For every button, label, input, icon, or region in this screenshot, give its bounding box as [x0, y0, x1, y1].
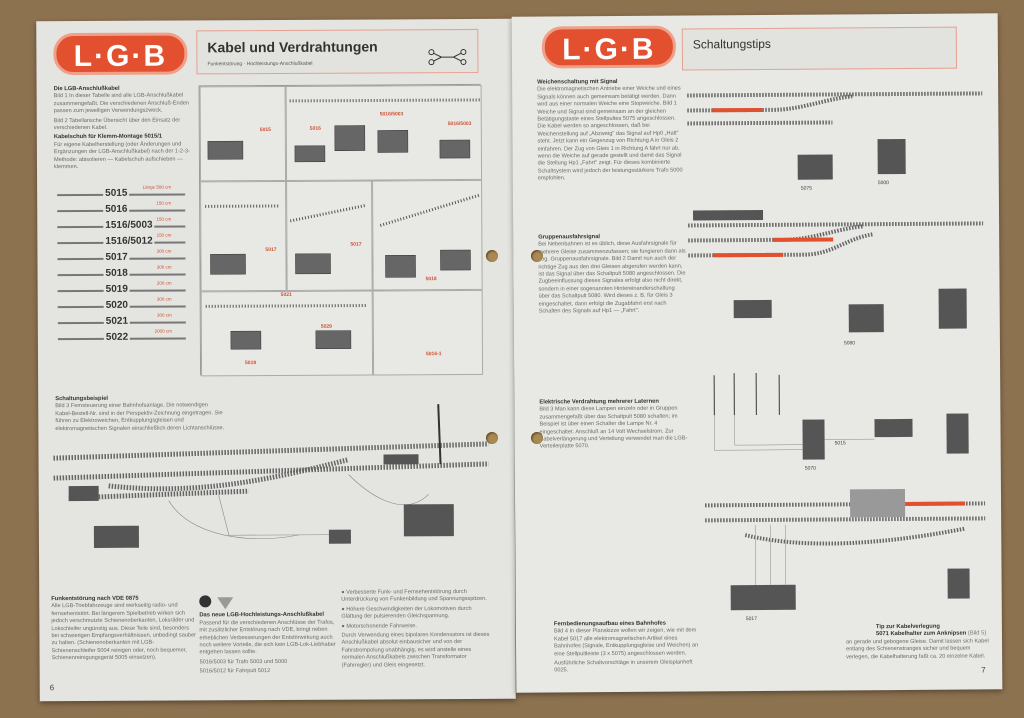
label-5075: 5075	[801, 186, 812, 192]
cable-number: 5017	[103, 251, 130, 263]
cable-row: 5018 300 cm	[54, 264, 190, 280]
laternen-text: Elektrische Verdrahtung mehrerer Laterne…	[539, 398, 688, 450]
cable-length: 300 cm	[156, 264, 172, 270]
note-2: 5016/5012 für Fahrpult 5012	[199, 668, 271, 675]
title-box: Kabel und Verdrahtungen Funkentstörung ·…	[196, 28, 479, 75]
cable-length: 2000 cm	[154, 328, 172, 334]
right-page: L·G·B Schaltungstips Weichenschaltung mi…	[511, 13, 1003, 693]
cable-number: 5018	[103, 267, 130, 279]
svg-text:5016: 5016	[310, 126, 321, 132]
cable-length: 150 cm	[156, 232, 172, 238]
cable-usage-grid: 5015 5016 5016/5003 5016/5003 5017 5017 5018 50…	[198, 83, 484, 377]
punch-hole	[531, 250, 543, 262]
vde-seal-icon	[199, 595, 212, 608]
svg-text:5016/5003: 5016/5003	[380, 111, 404, 117]
punch-hole	[486, 432, 498, 444]
page-subtitle: Funkentstörung · Hochleistungs-Anschlußk…	[207, 60, 313, 68]
cable-length: 300 cm	[156, 312, 172, 318]
grid-illustrations: 5015 5016 5016/5003 5016/5003 5017 5017 5018 50…	[205, 98, 481, 366]
svg-text:5080: 5080	[844, 340, 855, 346]
svg-text:5070: 5070	[805, 466, 816, 472]
cable-row: 5022 2000 cm	[54, 328, 190, 344]
cable-length: 200 cm	[156, 280, 172, 286]
intro-p1: Bild 1 In dieser Tabelle sind alle LGB-A…	[53, 92, 189, 115]
svg-text:5021: 5021	[281, 292, 292, 298]
funk-body: Alle LGB-Triebfahrzeuge sind werkseitig …	[51, 602, 197, 662]
svg-text:5015: 5015	[835, 440, 846, 446]
punch-hole	[486, 250, 498, 262]
cable-length: 300 cm	[156, 296, 172, 302]
hochleistung-body: Passend für die verschiedenen Anschlüsse…	[199, 619, 336, 656]
cable-row: 5019 200 cm	[54, 280, 190, 296]
lgb-logo: L·G·B	[53, 32, 188, 76]
svg-text:5017: 5017	[350, 242, 361, 248]
svg-text:5017: 5017	[265, 247, 276, 253]
bullets: ● Verbesserte Funk- und Fernsehentstörun…	[341, 589, 491, 672]
hochleistung-text: Das neue LGB-Hochleistungs-Anschlußkabel…	[199, 595, 339, 678]
cable-row: 5021 300 cm	[54, 312, 190, 328]
cable-row: 5016 150 cm	[53, 200, 189, 216]
cable-icon	[428, 49, 467, 66]
funk-text: Funkentstörung nach VDE 0875 Alle LGB-Tr…	[51, 595, 196, 664]
left-page: L·G·B Kabel und Verdrahtungen Funkentstö…	[36, 18, 516, 702]
cable-number: 5020	[103, 299, 130, 311]
cable-number: 5021	[103, 315, 131, 327]
svg-text:5015: 5015	[260, 127, 271, 133]
punch-hole	[531, 432, 543, 444]
svg-text:5019: 5019	[245, 360, 256, 366]
cable-length: Länge 500 cm	[142, 184, 172, 190]
svg-text:5017: 5017	[746, 616, 757, 622]
cable-number: 1516/5012	[103, 235, 155, 247]
svg-text:5018: 5018	[426, 276, 437, 282]
page-number: 7	[981, 665, 986, 675]
kabelschuh-text: Für eigene Kabelherstellung (oder Änderu…	[53, 141, 190, 171]
cable-number: 5019	[103, 283, 130, 295]
cable-length: 150 cm	[156, 200, 172, 206]
cable-length: 150 cm	[156, 216, 172, 222]
page-title: Kabel und Verdrahtungen	[207, 38, 378, 56]
svg-text:5029: 5029	[321, 324, 332, 330]
page-number: 6	[49, 683, 55, 693]
title-box: Schaltungstips	[681, 26, 958, 71]
bullet-2: ● Höhere Geschwindigkeiten der Lokomotiv…	[341, 605, 472, 620]
note-1: 5016/5003 für Trafo 5003 und 5000	[199, 658, 288, 666]
cable-number: 5015	[103, 187, 130, 199]
intro-p2: Bild 2 Tabellarische Übersicht über den …	[53, 117, 181, 132]
cable-row: 5020 300 cm	[54, 296, 190, 312]
svg-text:5016/5003: 5016/5003	[448, 121, 472, 127]
cable-length: 300 cm	[156, 248, 172, 254]
bullet-1: ● Verbesserte Funk- und Fernsehentstörun…	[341, 589, 487, 604]
cable-number: 5016	[103, 203, 130, 215]
intro-text: Die LGB-Anschlußkabel Bild 1 In dieser T…	[54, 85, 194, 173]
cable-row: 5015 Länge 500 cm	[53, 184, 189, 200]
vde-triangle-icon	[217, 597, 234, 610]
bullet-3: ● Motorschonende Fahrweise.	[341, 622, 417, 630]
svg-text:5016-1: 5016-1	[426, 351, 442, 357]
cable-number: 1516/5003	[103, 219, 155, 231]
cable-number: 5022	[103, 331, 131, 343]
lgb-logo: L·G·B	[541, 25, 677, 69]
cable-row: 5017 300 cm	[53, 248, 189, 264]
layout-diagram	[53, 404, 489, 548]
page-title: Schaltungstips	[692, 36, 771, 52]
bullet-text: Durch Verwendung eines bipolaren Kondens…	[341, 631, 490, 669]
svg-text:5000: 5000	[878, 180, 889, 186]
schaltung-diagrams: 5075 5000 5080 5070 5015 5017	[687, 91, 986, 622]
